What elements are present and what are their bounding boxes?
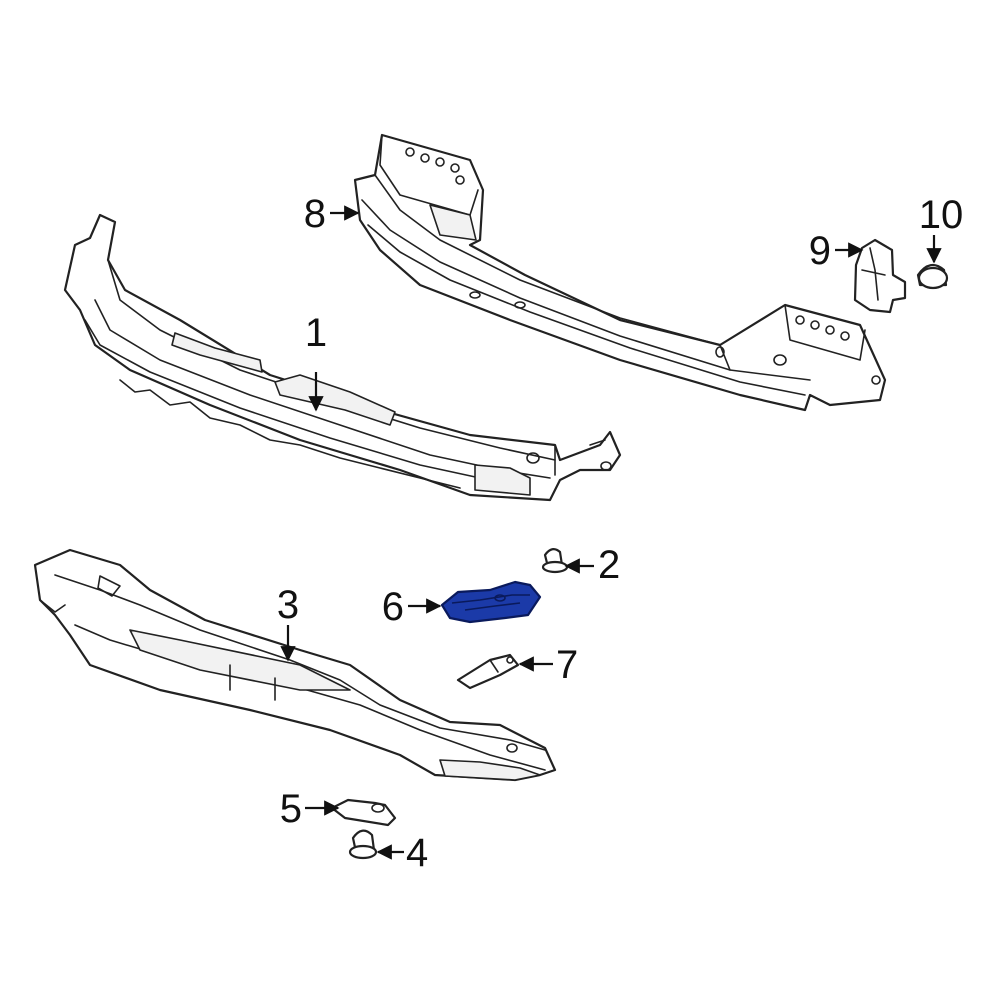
callout-labels: 1 2 3 4 5 6 7 8 9 10 (277, 192, 963, 875)
part-6-bracket-highlighted[interactable] (440, 580, 542, 624)
part-2-push-clip[interactable] (541, 548, 569, 574)
callout-7[interactable]: 7 (556, 643, 578, 687)
part-5-bracket-plate[interactable] (330, 798, 397, 827)
callout-2[interactable]: 2 (598, 543, 620, 587)
callout-1[interactable]: 1 (305, 311, 327, 355)
part-8-reinforcement-beam[interactable] (353, 133, 887, 412)
callout-4[interactable]: 4 (406, 831, 428, 875)
callout-10[interactable]: 10 (919, 193, 964, 237)
callout-5[interactable]: 5 (280, 787, 302, 831)
leader-lines (280, 205, 942, 860)
part-1-energy-absorber[interactable] (63, 213, 622, 502)
callout-9[interactable]: 9 (809, 229, 831, 273)
part-10-push-pin[interactable] (916, 263, 949, 290)
callout-8[interactable]: 8 (304, 192, 326, 236)
part-9-side-bracket[interactable] (853, 238, 907, 314)
callout-3[interactable]: 3 (277, 583, 299, 627)
part-7-small-bracket[interactable] (456, 653, 520, 690)
part-3-lower-deflector[interactable] (33, 548, 557, 782)
part-4-push-clip[interactable] (348, 829, 378, 860)
callout-6[interactable]: 6 (382, 585, 404, 629)
